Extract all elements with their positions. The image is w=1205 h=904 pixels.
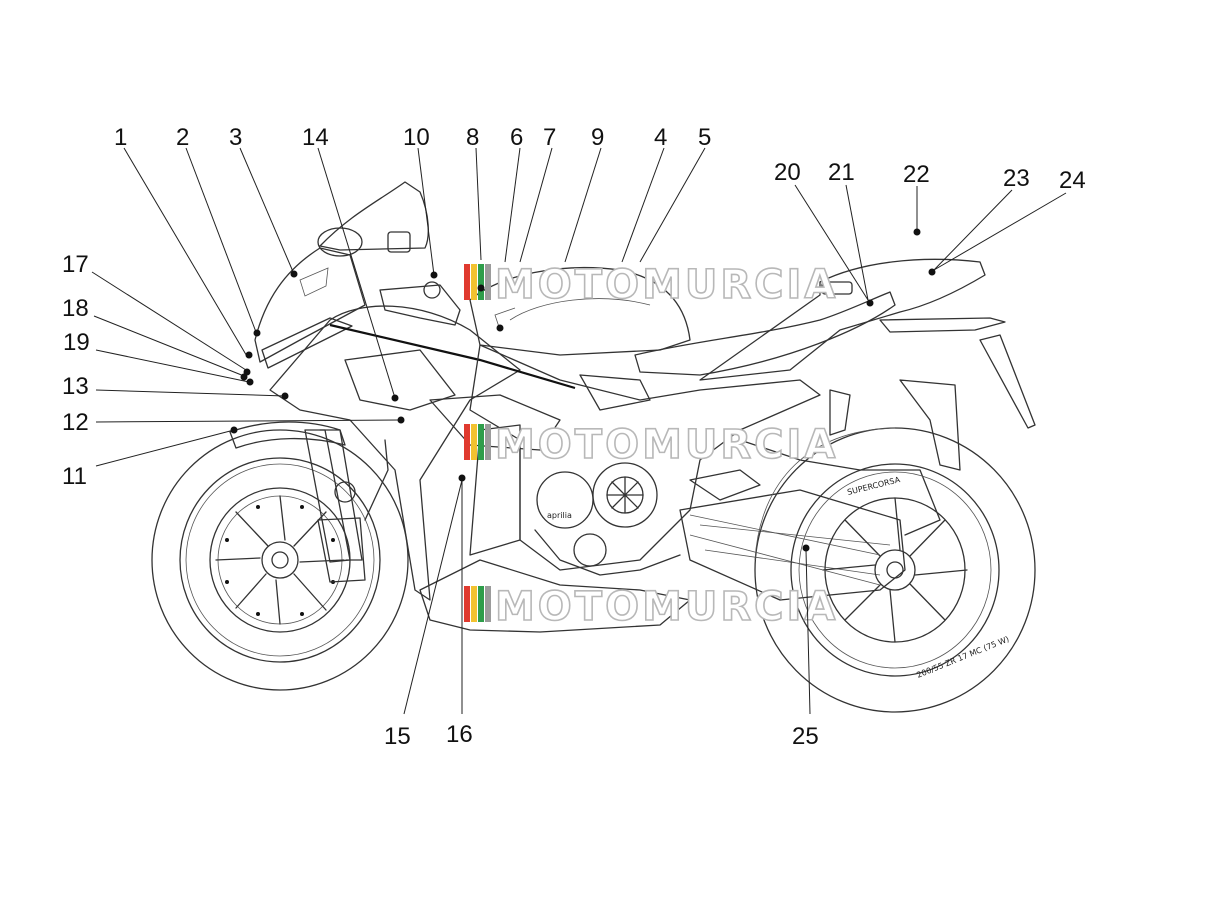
callout-number: 9	[591, 124, 604, 151]
callout: 13	[62, 373, 289, 400]
callout: 2	[176, 124, 261, 337]
handlebar	[379, 231, 461, 326]
callout-number: 7	[543, 124, 556, 151]
callout-number: 23	[1003, 165, 1030, 192]
engine: aprilia	[534, 462, 681, 576]
callout: 8	[466, 124, 485, 292]
callout: 15	[384, 479, 463, 750]
front-wheel	[151, 429, 409, 691]
callout-number: 19	[63, 329, 90, 356]
callout: 3	[229, 124, 298, 278]
callout: 9	[564, 124, 604, 263]
swingarm	[679, 489, 906, 601]
callout: 25	[792, 544, 819, 750]
callout: 11	[62, 426, 238, 490]
callout-number: 15	[384, 723, 411, 750]
watermark-top: MOTOMURCIA	[464, 261, 838, 309]
callout-number: 24	[1059, 167, 1086, 194]
callout-number: 16	[446, 721, 473, 748]
front-brand-tire-text: SUPERCORSA	[846, 475, 901, 497]
callout-number: 2	[176, 124, 189, 151]
callout: 7	[496, 124, 556, 332]
belly-pan	[419, 559, 691, 633]
watermark-bottom: MOTOMURCIA	[464, 583, 838, 631]
callout: 17	[62, 251, 251, 376]
rear-tire-size-text: 200/55 ZR 17 MC (75 W)	[915, 634, 1010, 679]
callout: 23	[928, 165, 1030, 276]
callout: 12	[62, 409, 405, 436]
side-fairing	[269, 305, 521, 601]
callout: 19	[63, 329, 254, 386]
watermark-text: MOTOMURCIA	[495, 584, 838, 630]
callout-number: 11	[62, 463, 87, 490]
callout-number: 25	[792, 723, 819, 750]
callout: 16	[446, 474, 473, 748]
callout: 1	[114, 124, 253, 359]
callout-number: 13	[62, 373, 89, 400]
callout: 20	[774, 159, 874, 307]
front-fork	[304, 429, 389, 583]
callout-number: 8	[466, 124, 479, 151]
watermark-text: MOTOMURCIA	[495, 422, 838, 468]
tail-section	[699, 258, 986, 381]
callout-number: 3	[229, 124, 242, 151]
callout: 10	[403, 124, 438, 279]
callout-number: 14	[302, 124, 329, 151]
front-fender	[229, 421, 346, 449]
callout: 14	[302, 124, 399, 402]
callout-number: 18	[62, 295, 89, 322]
watermark-text: MOTOMURCIA	[495, 262, 838, 308]
callout-number: 10	[403, 124, 430, 151]
callout-number: 20	[774, 159, 801, 186]
callout: 18	[62, 295, 248, 381]
fuel-tank	[469, 267, 691, 356]
callout: 4	[621, 124, 667, 263]
windscreen	[319, 181, 429, 251]
front-fairing	[254, 247, 366, 363]
callout: 5	[639, 124, 711, 263]
callout-number: 6	[510, 124, 523, 151]
callouts: 1 2 3 14 10 8 6	[62, 124, 1086, 750]
watermark-middle: MOTOMURCIA	[464, 421, 838, 469]
callout-number: 5	[698, 124, 711, 151]
callout: 22	[903, 161, 930, 236]
callout-number: 21	[828, 159, 855, 186]
callout: 24	[933, 167, 1086, 271]
callout-number: 22	[903, 161, 930, 188]
callout-number: 12	[62, 409, 89, 436]
callout-number: 1	[114, 124, 127, 151]
motorcycle-drawing: aprilia 200/55 ZR 17 MC (75 W) SUPERCORS…	[151, 181, 1036, 713]
mirror	[317, 227, 363, 257]
engine-logo-text: aprilia	[547, 511, 572, 520]
callout: 6	[504, 124, 523, 263]
chain	[689, 514, 881, 586]
rider-seat	[634, 291, 896, 376]
callout-number: 4	[654, 124, 667, 151]
frame	[469, 344, 821, 571]
callout: 21	[828, 159, 869, 301]
callout-number: 17	[62, 251, 89, 278]
